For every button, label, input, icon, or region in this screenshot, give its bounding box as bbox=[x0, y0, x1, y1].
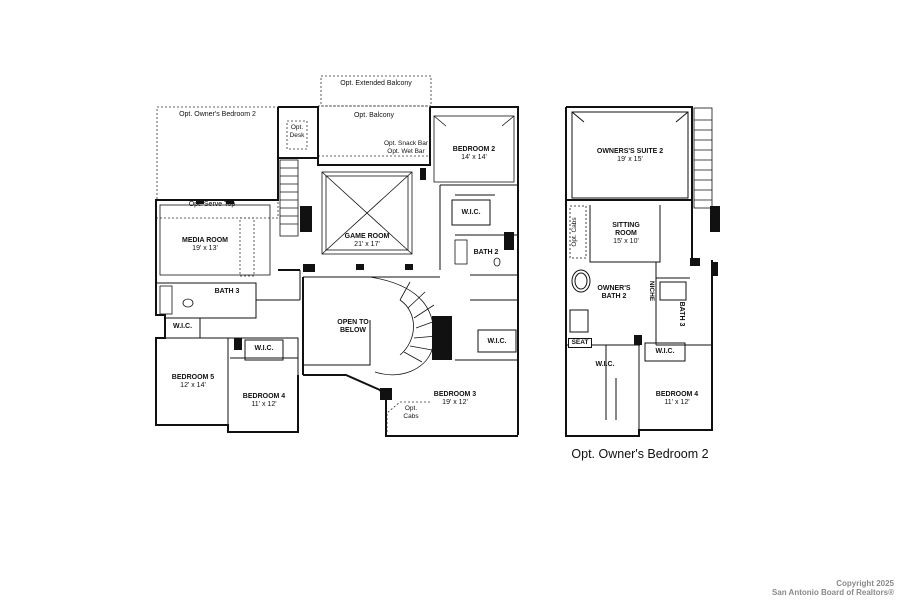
wall-blocks bbox=[196, 168, 514, 400]
label-opt-cabs-right: Opt. Cabs bbox=[571, 217, 578, 247]
caption-opt-owners-bedroom-2: Opt. Owner's Bedroom 2 bbox=[571, 447, 709, 461]
label-opt-balcony: Opt. Balcony bbox=[353, 112, 395, 119]
right-optional-cabs bbox=[569, 205, 587, 259]
label-opt-desk: Opt.Desk bbox=[289, 124, 305, 139]
label-wic-bedroom-4: W.I.C. bbox=[254, 345, 274, 352]
label-wic-bedroom-3: W.I.C. bbox=[487, 338, 507, 345]
label-niche: NICHE bbox=[648, 280, 655, 302]
label-bath-2: BATH 2 bbox=[473, 249, 499, 256]
label-bath-3-right: BATH 3 bbox=[678, 301, 685, 327]
label-seat: SEAT bbox=[568, 338, 592, 348]
label-opt-extended-balcony: Opt. Extended Balcony bbox=[340, 80, 412, 87]
label-opt-owners-bedroom-2: Opt. Owner's Bedroom 2 bbox=[179, 111, 256, 118]
right-plan-walls bbox=[565, 106, 713, 437]
left-plan-interior-walls bbox=[156, 184, 518, 425]
fixtures bbox=[159, 239, 501, 315]
label-bath-3: BATH 3 bbox=[214, 288, 240, 295]
label-opt-serve-top: Opt. Serve Top bbox=[188, 201, 236, 208]
copyright-watermark: Copyright 2025 San Antonio Board of Real… bbox=[771, 579, 894, 597]
label-wic-owners: W.I.C. bbox=[595, 361, 615, 368]
right-wall-blocks bbox=[634, 206, 720, 345]
label-opt-cabs: Opt.Cabs bbox=[403, 405, 419, 420]
game-room-tray bbox=[159, 115, 515, 276]
label-wic-bedroom-4-right: W.I.C. bbox=[655, 348, 675, 355]
right-staircase bbox=[693, 107, 713, 209]
label-wic-bedroom-2: W.I.C. bbox=[461, 209, 481, 216]
label-wic-bedroom-5: W.I.C. bbox=[172, 323, 193, 330]
right-plan-interior-walls bbox=[565, 111, 712, 430]
